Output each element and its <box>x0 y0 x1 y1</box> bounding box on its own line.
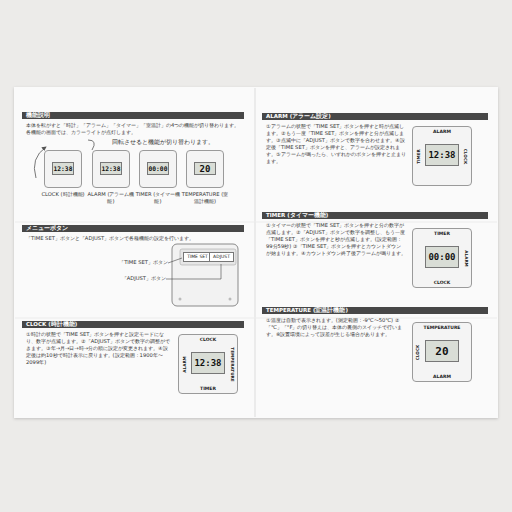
button-label: TIME SET <box>187 254 208 259</box>
face-label: ALARM <box>413 129 471 134</box>
section-header: TIMER (タイマー機能) <box>262 212 488 219</box>
callout-label: 「ADJUST」ボタン <box>104 275 166 282</box>
side-label-holder: CLOCK <box>462 127 470 185</box>
lcd-screen: 12:38 <box>191 352 226 374</box>
figure-caption: ALARM (アラーム機能) <box>86 191 136 205</box>
face-label: TIMER <box>179 386 237 391</box>
lcd-readout: 12:38 <box>428 150 455 160</box>
section-title: ALARM (アラーム設定) <box>266 113 331 119</box>
face-label: ALARM <box>413 374 471 379</box>
button-box: TIME SET <box>183 252 212 262</box>
body-text: ①アラームの状態で「TIME SET」ボタンを押すと時が点滅します。②もう一度「… <box>266 123 406 165</box>
face-label: CLOCK <box>464 148 469 163</box>
clock-display: 00:00 <box>139 150 177 188</box>
section-title: CLOCK (時計機能) <box>26 321 77 327</box>
side-label-holder: TEMPERATURE <box>228 335 236 393</box>
face-label: CLOCK <box>179 337 237 342</box>
lcd-readout: 20 <box>435 345 448 358</box>
clock-display: TEMPERATURE CLOCK 20ALARM <box>412 322 472 382</box>
section-header: TEMPERATURE (室温計機能) <box>262 307 488 314</box>
lcd-readout: 00:00 <box>428 252 455 262</box>
lcd-readout: 12:38 <box>194 358 221 368</box>
side-label-holder: CLOCK <box>414 323 422 381</box>
body-text: ①タイマーの状態で「TIME SET」ボタンを押すと分の数字が点滅します。②「A… <box>266 222 406 257</box>
lcd-screen: 20 <box>425 340 460 362</box>
section-title: TEMPERATURE (室温計機能) <box>266 307 348 313</box>
clock-display: CLOCK ALARM 12:38 TEMPERATURE TIMER <box>178 334 238 394</box>
lcd-screen: 12:38 <box>52 162 74 176</box>
clock-display: ALARM TIMER 12:38 CLOCK <box>412 126 472 186</box>
face-label: ALARM <box>182 356 187 373</box>
body-text: 本体を転がすと「時計」「アラーム」「タイマー」「室温計」の4つの機能が切り替わり… <box>26 122 241 136</box>
figure-caption: TEMPERATURE (室温計機能) <box>180 191 230 205</box>
side-label-holder: TIMER <box>414 127 422 185</box>
lcd-readout: 12:38 <box>54 165 73 172</box>
button-label: ADJUST <box>213 254 230 259</box>
lcd-readout: 12:38 <box>102 165 121 172</box>
button-box: ADJUST <box>209 252 234 262</box>
face-label: TEMPERATURE <box>230 347 235 381</box>
figure-caption: TIMER (タイマー機能) <box>133 191 183 205</box>
face-label: CLOCK <box>413 280 471 285</box>
section-title: メニューボタン <box>26 225 68 231</box>
lcd-readout: 00:00 <box>149 165 168 172</box>
section-title: 機能説明 <box>26 112 50 118</box>
side-label-holder: ALARM <box>180 335 188 393</box>
face-label: TEMPERATURE <box>413 325 471 330</box>
lcd-screen: 12:38 <box>425 144 460 166</box>
lcd-screen: 00:00 <box>147 162 169 176</box>
face-label: TIMER <box>416 149 421 164</box>
caption-note: 回転させると機能が切り替わります。 <box>112 138 242 146</box>
body-text: ①時計の状態で「TIME SET」ボタンを押すと設定モードになり、数字が点滅しま… <box>26 331 172 366</box>
lcd-screen: 20 <box>194 162 216 176</box>
face-label: ALARM <box>464 250 469 267</box>
section-header: メニューボタン <box>22 225 244 232</box>
body-text: ①温度は自動で表示されます。(測定範囲：-9℃〜50℃) ②「℃」「°F」の切り… <box>266 317 406 338</box>
face-label: TIMER <box>413 231 471 236</box>
side-label-holder: ALARM <box>462 229 470 287</box>
figure-caption: CLOCK (時計機能) <box>38 191 88 198</box>
callout-label: 「TIME SET」ボタン <box>104 259 168 266</box>
lcd-screen: 00:00 <box>425 246 460 268</box>
section-header: ALARM (アラーム設定) <box>262 113 488 120</box>
lcd-screen: 12:38 <box>100 162 122 176</box>
body-text: 「TIME SET」ボタンと「ADJUST」ボタンで各種機能の設定を行います。 <box>26 235 241 242</box>
section-header: 機能説明 <box>22 112 244 119</box>
face-label: CLOCK <box>416 344 421 359</box>
clock-display: TIMER 00:00 ALARM CLOCK <box>412 228 472 288</box>
section-title: TIMER (タイマー機能) <box>266 212 328 218</box>
clock-display: 20 <box>186 150 224 188</box>
section-header: CLOCK (時計機能) <box>22 321 244 328</box>
lcd-readout: 20 <box>200 164 211 174</box>
clock-display: 12:38 <box>92 150 130 188</box>
clock-display: 12:38 <box>44 150 82 188</box>
